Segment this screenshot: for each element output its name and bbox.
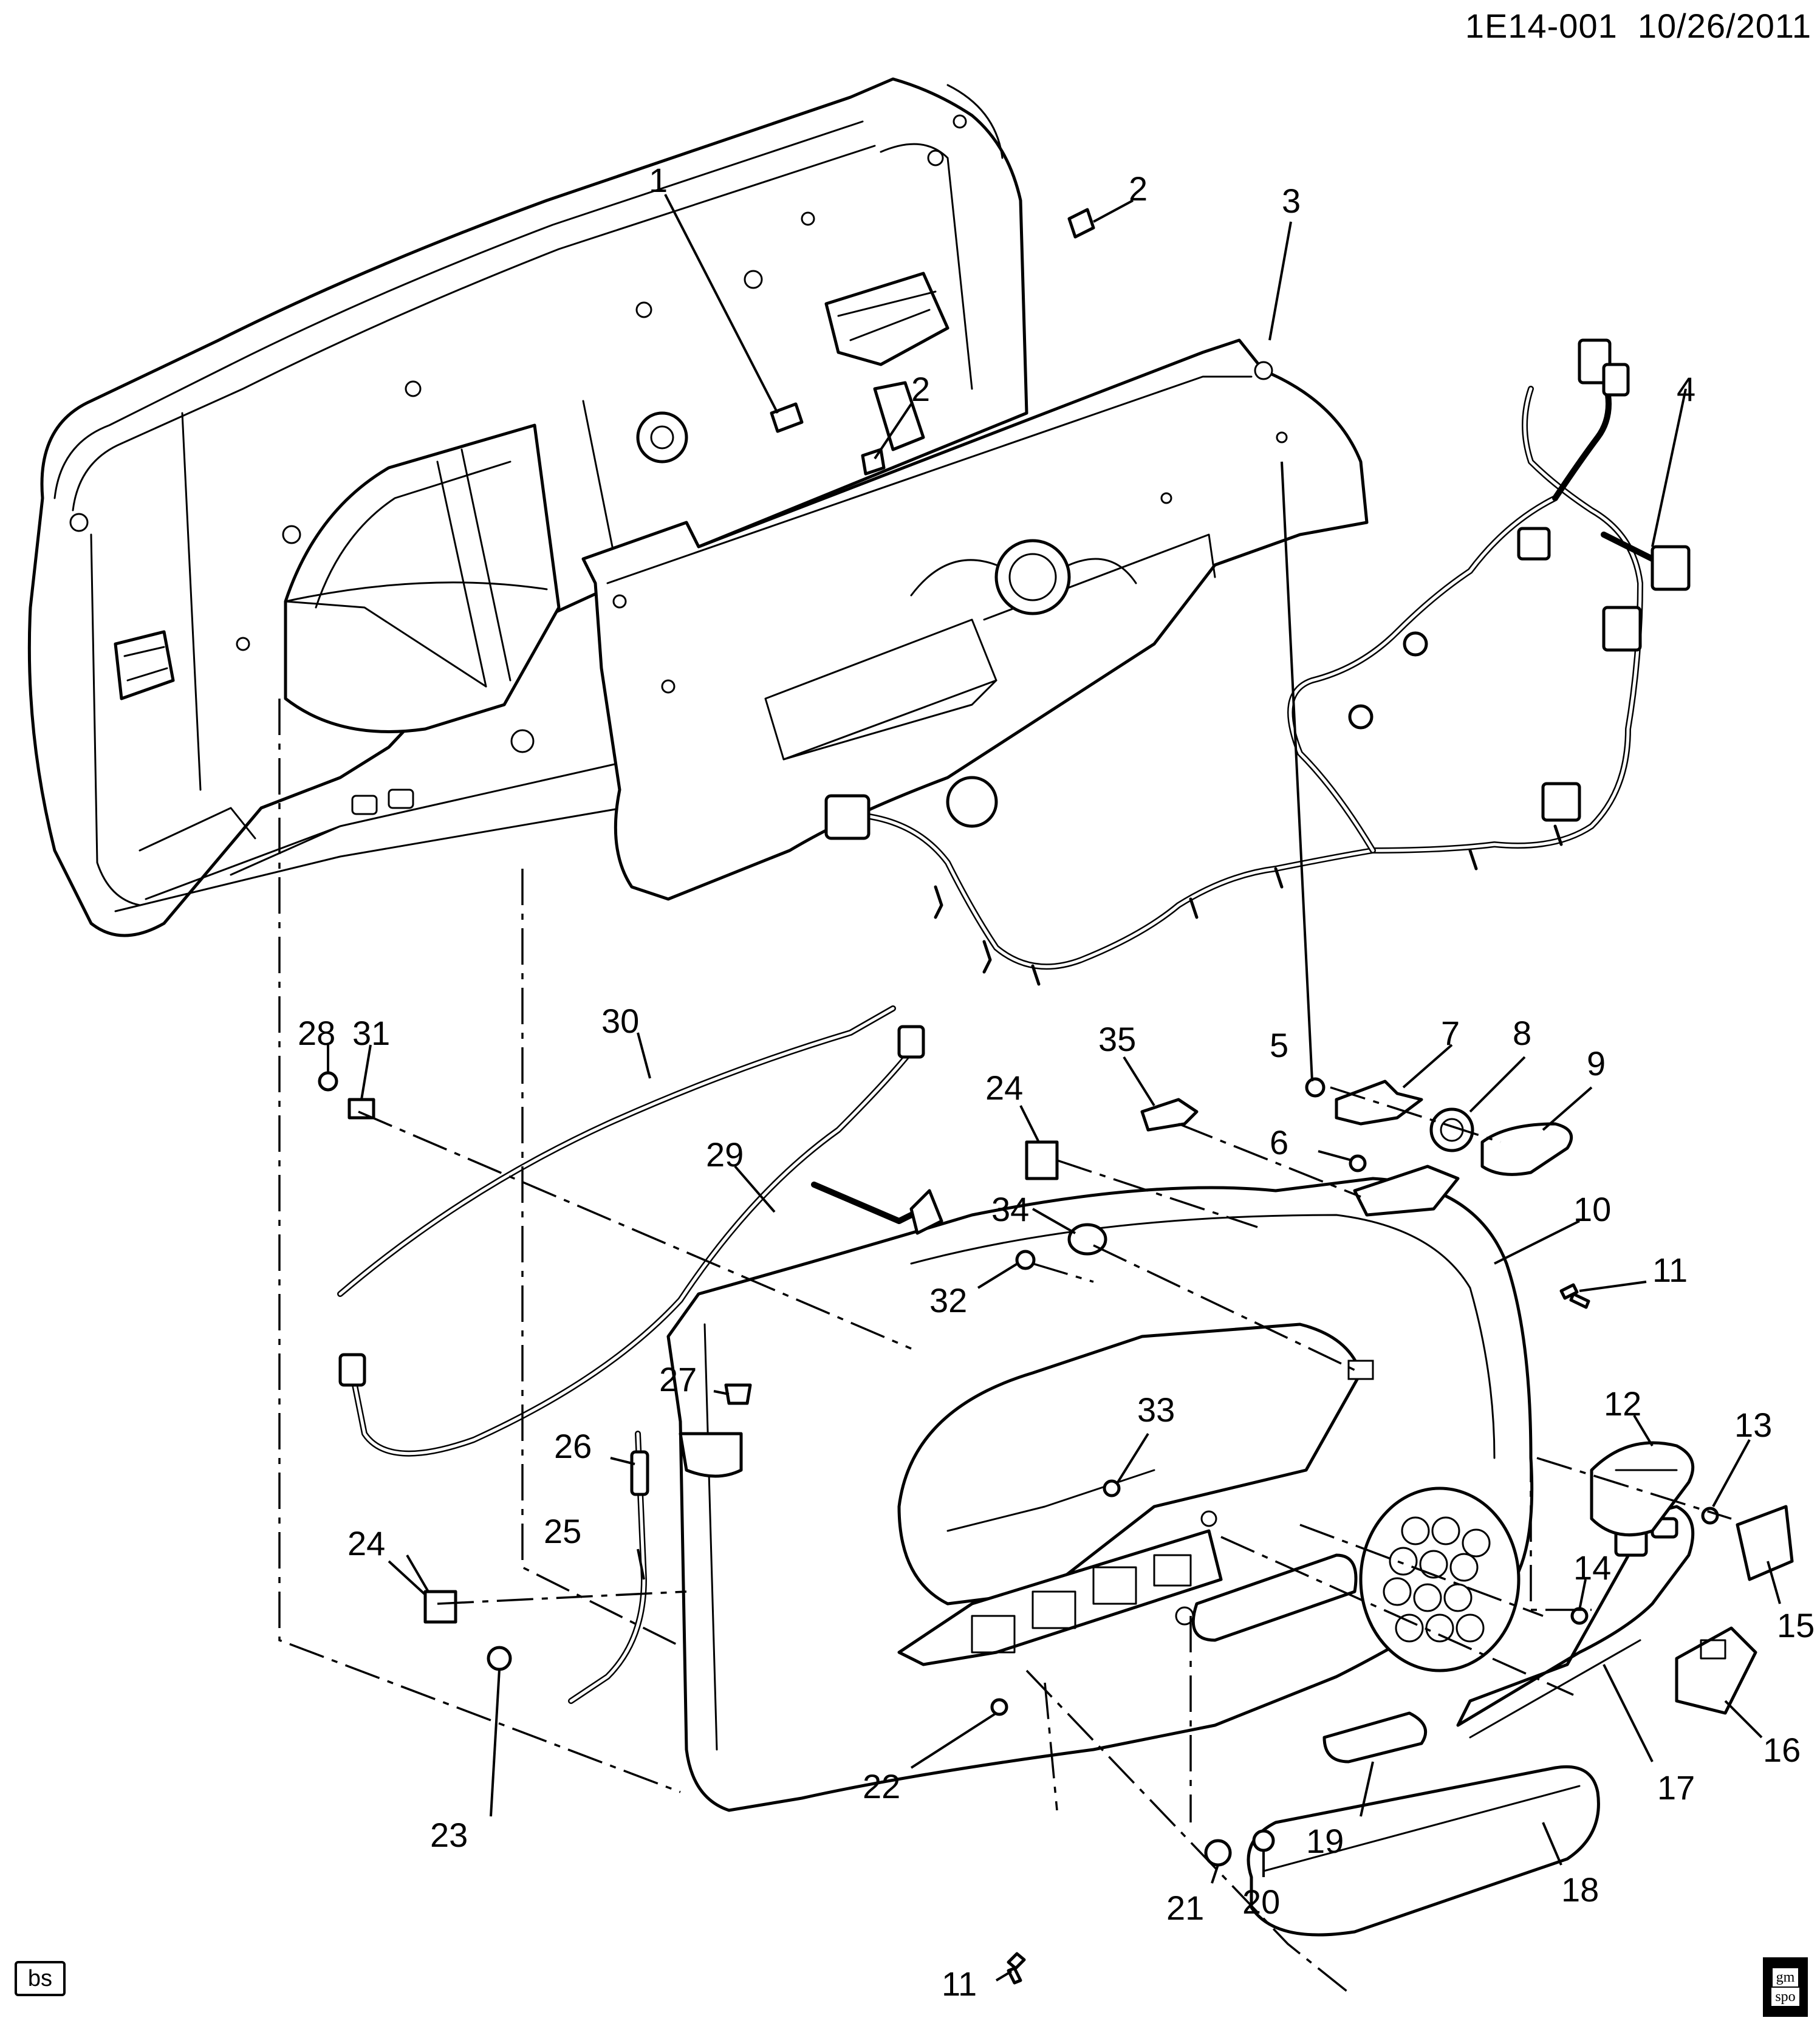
callout-35: 35	[1098, 1020, 1136, 1058]
callout-29: 29	[706, 1135, 744, 1174]
clip-part-2-upper	[1067, 208, 1095, 239]
callout-13: 13	[1734, 1406, 1772, 1444]
callout-2-upper: 2	[1129, 169, 1148, 208]
diagram-date: 10/26/2011	[1637, 7, 1811, 45]
callout-22: 22	[863, 1767, 900, 1805]
diagram-header: 1E14-001 10/26/2011	[1465, 6, 1811, 46]
callout-30: 30	[601, 1002, 639, 1040]
callout-11-bottom: 11	[942, 1965, 977, 2003]
window-switch-panel	[1456, 1505, 1695, 1739]
assembly-lines	[278, 699, 1732, 1994]
gm-logo-text: gm	[1772, 1968, 1799, 1986]
spo-logo-text: spo	[1771, 1988, 1799, 2006]
callout-1: 1	[649, 161, 668, 199]
callout-27: 27	[659, 1360, 697, 1398]
callout-19: 19	[1306, 1822, 1344, 1860]
callout-11-right: 11	[1652, 1251, 1688, 1289]
leader-lines	[327, 194, 1781, 1982]
callout-32: 32	[929, 1281, 967, 1319]
callout-24-lower: 24	[347, 1524, 385, 1562]
callout-33: 33	[1137, 1391, 1175, 1429]
callout-18: 18	[1561, 1870, 1599, 1909]
callout-labels: 1 2 2 3 4 5 6 7 8 9 10 11 11 12 13 14 15…	[298, 161, 1815, 2003]
callout-26: 26	[554, 1427, 592, 1465]
callout-31: 31	[352, 1014, 390, 1052]
callout-21: 21	[1166, 1889, 1204, 1927]
rods-and-cables	[337, 1005, 943, 1704]
callout-34: 34	[991, 1190, 1029, 1228]
water-deflector	[581, 338, 1369, 901]
callout-15: 15	[1777, 1606, 1815, 1644]
callout-16: 16	[1763, 1731, 1801, 1769]
callout-7: 7	[1441, 1014, 1460, 1052]
callout-6: 6	[1270, 1123, 1288, 1162]
callout-4: 4	[1677, 370, 1695, 408]
callout-8: 8	[1513, 1014, 1531, 1052]
bs-badge: bs	[15, 1961, 66, 1996]
callout-5: 5	[1270, 1026, 1288, 1064]
callout-12: 12	[1604, 1384, 1641, 1423]
armrest	[1247, 1765, 1600, 1937]
callout-3: 3	[1282, 182, 1301, 220]
callout-23: 23	[430, 1816, 468, 1854]
callout-17: 17	[1657, 1768, 1695, 1807]
callout-2-lower: 2	[911, 370, 930, 408]
clip-part-2-lower	[770, 402, 804, 433]
door-wiring-harness	[824, 338, 1691, 986]
callout-28: 28	[298, 1014, 335, 1052]
callout-9: 9	[1587, 1044, 1606, 1083]
callout-25: 25	[544, 1512, 581, 1550]
gm-spo-logo: gm spo	[1763, 1957, 1808, 2017]
callout-14: 14	[1573, 1548, 1611, 1587]
callout-10: 10	[1573, 1190, 1611, 1228]
diagram-id: 1E14-001	[1465, 7, 1618, 45]
harness-connector-a	[824, 794, 871, 840]
callout-24-upper: 24	[985, 1069, 1023, 1107]
callout-20: 20	[1242, 1883, 1280, 1921]
small-parts	[318, 208, 1794, 1985]
